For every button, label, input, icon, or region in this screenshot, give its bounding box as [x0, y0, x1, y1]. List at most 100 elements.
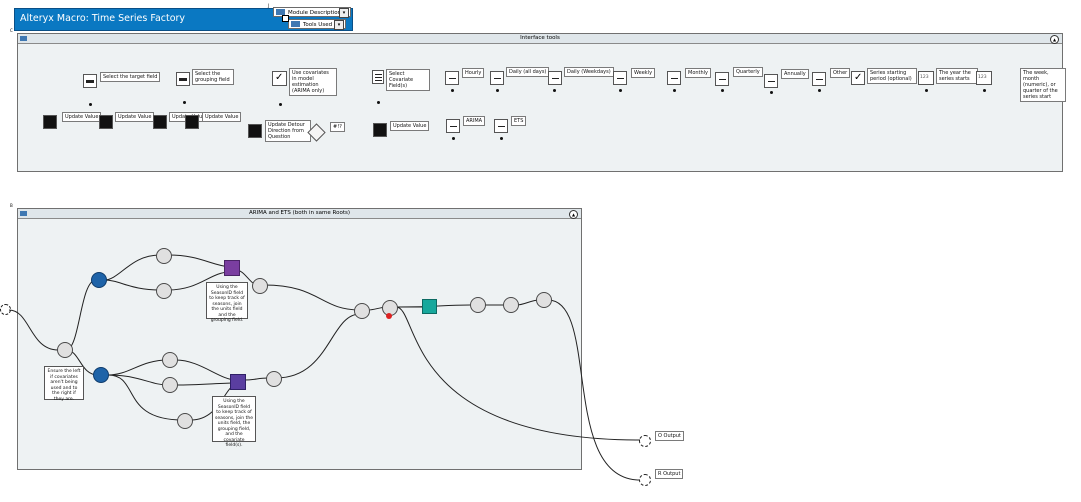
container-icon [20, 211, 27, 216]
label-hourly: Hourly [462, 68, 485, 78]
module-icon [276, 9, 285, 15]
union-tool[interactable] [354, 303, 370, 319]
anchor-dot [451, 89, 454, 92]
interface-tools-container[interactable]: Interface tools ▲ [17, 33, 1063, 172]
ets-tool-1[interactable] [156, 283, 172, 299]
label-other: Other [830, 68, 851, 78]
label-target: Select the target field [100, 72, 161, 82]
macro-output-o-icon[interactable] [638, 434, 652, 448]
collapse-icon[interactable]: ▲ [569, 210, 578, 219]
forecast-tool-bottom[interactable] [266, 371, 282, 387]
anchor-dot [818, 89, 821, 92]
anchor-dot [770, 91, 773, 94]
anchor-dot [925, 89, 928, 92]
arima-tool-3[interactable] [177, 413, 193, 429]
list-box-tool-covariate[interactable] [372, 70, 384, 84]
anchor-dot [377, 101, 380, 104]
forecast-tool-top[interactable] [252, 278, 268, 294]
tools-used-dropdown[interactable]: Tools Used ▾ [288, 19, 346, 30]
radio-ets[interactable] [494, 119, 508, 133]
numeric-up-down-period[interactable]: 123 [976, 71, 992, 85]
tag-marker-arima: B [10, 203, 13, 208]
anchor-dot [496, 89, 499, 92]
module-description-dropdown[interactable]: Module Description ▾ [273, 7, 351, 18]
radio-daily-weekdays[interactable] [548, 71, 562, 85]
arima-ets-title: ARIMA and ETS (both in same Roots) [249, 210, 350, 216]
label-update-value-5: Update Value [390, 121, 430, 131]
anchor-dot [553, 89, 556, 92]
drop-down-tool-target[interactable] [83, 74, 97, 88]
detour-tool-bottom[interactable] [93, 367, 109, 383]
action-tool-2[interactable] [99, 115, 113, 129]
anchor-dot [619, 89, 622, 92]
numeric-up-down-year[interactable]: 123 [918, 71, 934, 85]
anchor-box[interactable] [282, 15, 289, 22]
radio-other[interactable] [812, 72, 826, 86]
checkbox-tool-covariates[interactable]: ✓ [272, 71, 287, 86]
drop-down-tool-grouping[interactable] [176, 72, 190, 86]
macro-title-bar[interactable] [14, 8, 353, 31]
summarize-tool[interactable] [422, 299, 437, 314]
note-bottom: Using the SeasonID field to keep track o… [212, 396, 256, 448]
note-top: Using the SeasonID field to keep track o… [206, 282, 248, 323]
label-grouping: Select the grouping field [192, 69, 234, 85]
anchor-dot [452, 137, 455, 140]
chevron-down-icon[interactable]: ▾ [334, 20, 344, 30]
detour-tool[interactable] [57, 342, 73, 358]
label-ets: ETS [511, 116, 527, 126]
anchor-dot [183, 101, 186, 104]
radio-daily-alldays[interactable] [490, 71, 504, 85]
anchor-dot [721, 89, 724, 92]
action-tool-1[interactable] [43, 115, 57, 129]
label-arima: ARIMA [463, 116, 486, 126]
formula-tool-3[interactable] [536, 292, 552, 308]
radio-weekly[interactable] [613, 71, 627, 85]
join-tool-top[interactable] [224, 260, 240, 276]
tools-used-label: Tools Used [303, 22, 333, 28]
formula-tool-1[interactable] [470, 297, 486, 313]
anchor-dot [89, 103, 92, 106]
interface-tools-title: Interface tools [520, 35, 560, 41]
label-r-output: R Output [655, 469, 684, 479]
container-icon [20, 36, 27, 41]
label-covariates: Use covariates in model estimation (ARIM… [289, 68, 337, 96]
label-weekly: Weekly [631, 68, 656, 78]
label-quarterly: Quarterly [733, 67, 763, 77]
macro-output-r-icon[interactable] [638, 473, 652, 487]
anchor-dot [279, 103, 282, 106]
action-tool-detour[interactable] [248, 124, 262, 138]
arima-ets-header: ARIMA and ETS (both in same Roots) ▲ [18, 209, 581, 219]
label-select-covariate: Select Covariate Field(s) [386, 69, 430, 91]
action-tool-4[interactable] [185, 115, 199, 129]
label-monthly: Monthly [685, 68, 712, 78]
anchor-dot [673, 89, 676, 92]
tag-marker: J [268, 3, 270, 8]
action-tool-covariate[interactable] [373, 123, 387, 137]
join-tool-bottom[interactable] [230, 374, 246, 390]
action-tool-3[interactable] [153, 115, 167, 129]
macro-input-icon[interactable] [0, 302, 11, 316]
interface-tools-header: Interface tools ▲ [18, 34, 1062, 44]
tag-marker-left: C [10, 28, 13, 33]
chevron-down-icon[interactable]: ▾ [339, 8, 349, 18]
arima-ets-container[interactable]: ARIMA and ETS (both in same Roots) ▲ [17, 208, 582, 470]
label-o-output: O Output [655, 431, 684, 441]
radio-arima[interactable] [446, 119, 460, 133]
arima-tool-2[interactable] [162, 352, 178, 368]
ets-tool-2[interactable] [162, 377, 178, 393]
checkbox-series-starting[interactable]: ✓ [851, 71, 865, 85]
label-series-starting: Series starting period (optional) [867, 68, 917, 84]
formula-tool-2[interactable] [503, 297, 519, 313]
anchor-dot [983, 89, 986, 92]
label-update-value-4: Update Value [202, 112, 242, 122]
module-description-label: Module Description [288, 10, 342, 16]
note-left: Ensure the left if covariates aren't bei… [44, 366, 84, 402]
radio-monthly[interactable] [667, 71, 681, 85]
detour-tool-top[interactable] [91, 272, 107, 288]
radio-quarterly[interactable] [715, 72, 729, 86]
anchor-dot [500, 137, 503, 140]
radio-hourly[interactable] [445, 71, 459, 85]
collapse-icon[interactable]: ▲ [1050, 35, 1059, 44]
arima-tool-1[interactable] [156, 248, 172, 264]
radio-annually[interactable] [764, 74, 778, 88]
